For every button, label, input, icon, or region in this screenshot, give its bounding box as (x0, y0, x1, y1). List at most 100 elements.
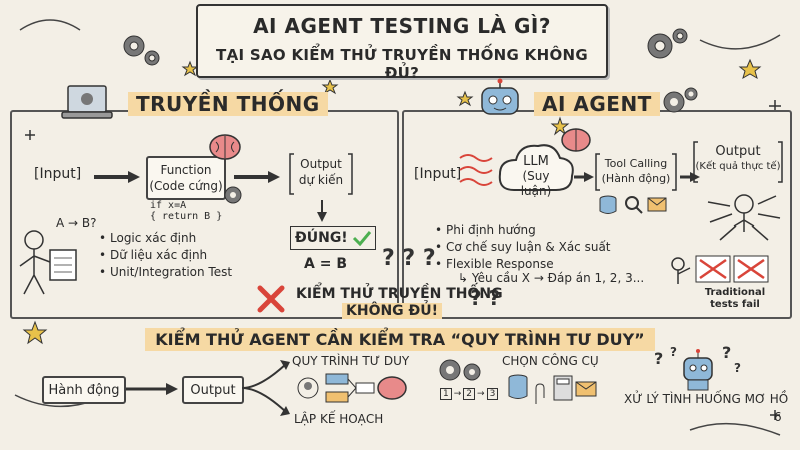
question-marks-icon: ? ? ? (382, 246, 436, 271)
svg-text:?: ? (670, 346, 677, 359)
confused-figure-icon (707, 194, 781, 241)
database-icon (599, 195, 617, 214)
agent-input: [Input] (414, 166, 462, 182)
llm-cloud-icon (498, 144, 574, 191)
tool-calling: Tool Calling (Hành động) (594, 152, 678, 192)
bullet-item: Unit/Integration Test (99, 264, 232, 281)
step-box: 1 (440, 388, 452, 400)
fail-line-1: Traditional (704, 287, 766, 298)
tool-choice-icons (508, 374, 597, 404)
svg-text:?: ? (722, 346, 731, 362)
fail-line-2: tests fail (710, 299, 760, 310)
gear-icon (224, 186, 242, 204)
llm-title: LLM (523, 154, 549, 169)
function-box: Function (Code cứng) (146, 156, 226, 200)
star-icon (22, 320, 48, 345)
agent-sub-bullet: ↳ Yêu cầu X → Đáp án 1, 2, 3... (458, 271, 645, 285)
flowchart-icon (297, 373, 407, 403)
mail-icon (575, 381, 597, 397)
actual-output-sublabel: (Kết quả thực tế) (695, 161, 781, 172)
brain-icon (561, 128, 591, 152)
arrow-icon (94, 171, 140, 183)
check-icon (352, 231, 371, 246)
brain-icon (209, 134, 241, 160)
branch-arrows-icon (241, 360, 290, 416)
step-box: 2 (463, 388, 476, 400)
gear-icon (439, 359, 481, 381)
expected-output-label: Output (300, 157, 342, 171)
agent-bullets: Phi định hướng Cơ chế suy luận & Xác suấ… (432, 222, 611, 273)
not-enough-line1: KIỂM THỬ TRUYỀN THỐNG (296, 286, 503, 302)
star-icon (456, 90, 474, 107)
traditional-heading: TRUYỀN THỐNG (128, 92, 328, 116)
svg-text:?: ? (734, 361, 741, 375)
subtitle: TẠI SAO KIỂM THỬ TRUYỀN THỐNG KHÔNG ĐỦ? (216, 46, 588, 82)
bullet-item: Flexible Response (435, 256, 611, 273)
planning-label: LẬP KẾ HOẠCH (294, 412, 384, 426)
sparkle-icon (770, 410, 780, 420)
sparkle-icon (25, 130, 35, 140)
cross-icon (257, 285, 285, 313)
bullet-item: Dữ liệu xác định (99, 247, 232, 264)
calculator-icon (553, 375, 573, 401)
title-box: AI AGENT TESTING LÀ GÌ? TẠI SAO KIỂM THỬ… (196, 4, 608, 82)
bullet-item: Cơ chế suy luận & Xác suất (435, 239, 610, 256)
tool-icons (599, 195, 667, 214)
action-box: Hành động (42, 376, 126, 404)
gear-icon (647, 28, 688, 59)
llm-subtitle: (Suy luận) (520, 169, 552, 198)
steps-row: 1 → 2 → 3 (440, 388, 499, 400)
correct-box: ĐÚNG! (290, 226, 376, 250)
main-title: AI AGENT TESTING LÀ GÌ? (253, 14, 551, 38)
tool-calling-label: Tool Calling (604, 157, 668, 170)
star-icon (738, 58, 762, 80)
llm-label: LLM (Suy luận) (506, 154, 566, 199)
function-sublabel: (Code cứng) (149, 179, 223, 193)
page-number: 6 (774, 410, 782, 424)
robot-icon (481, 78, 519, 115)
tool-calling-sublabel: (Hành động) (601, 172, 671, 185)
bullet-item: Logic xác định (99, 230, 232, 247)
question-label: A → B? (56, 216, 97, 230)
arrow-icon (234, 171, 280, 183)
question-marks-icon: ? ? (470, 286, 501, 310)
hand-pointer-icon (535, 383, 545, 404)
code-snippet: if x=A { return B } (150, 200, 223, 222)
not-enough-line2: KHÔNG ĐỦ! (342, 303, 443, 319)
gear-icon (123, 35, 160, 66)
star-icon (181, 60, 199, 77)
traditional-fail-label: Traditional tests fail (690, 287, 780, 311)
bullet-item: Phi định hướng (435, 222, 611, 239)
magnifier-icon (625, 196, 643, 214)
gear-icon (663, 87, 698, 113)
expected-output-sublabel: dự kiến (298, 173, 344, 187)
equation: A = B (304, 256, 347, 272)
step-box: 3 (486, 388, 499, 400)
svg-text:?: ? (654, 349, 663, 368)
function-label: Function (160, 163, 212, 177)
arrow-down-icon (317, 200, 327, 222)
star-icon (550, 116, 570, 136)
mail-icon (647, 197, 667, 212)
stick-figure-icon (19, 230, 77, 295)
correct-label: ĐÚNG! (295, 230, 348, 246)
failed-tests-icon (671, 255, 769, 284)
arrow-icon (126, 383, 178, 395)
traditional-bullets: Logic xác định Dữ liệu xác định Unit/Int… (96, 230, 232, 281)
arrow-icon (680, 172, 700, 182)
thinking-label: QUY TRÌNH TƯ DUY (292, 354, 410, 368)
ambiguity-label: XỬ LÝ TÌNH HUỐNG MƠ HỒ (624, 392, 789, 406)
tools-label: CHỌN CÔNG CỤ (502, 354, 599, 368)
traditional-input: [Input] (34, 166, 82, 182)
squiggle-arrows-icon (459, 154, 493, 186)
laptop-icon (61, 85, 113, 119)
arrow-icon (574, 172, 594, 182)
output-box: Output (182, 376, 244, 404)
agent-heading: AI AGENT (534, 92, 660, 116)
database-icon (508, 374, 528, 399)
bottom-heading: KIỂM THỬ AGENT CẦN KIỂM TRA “QUY TRÌNH T… (0, 328, 800, 351)
star-icon (321, 78, 339, 95)
confused-robot-icon: ? ? ? ? (654, 346, 741, 391)
